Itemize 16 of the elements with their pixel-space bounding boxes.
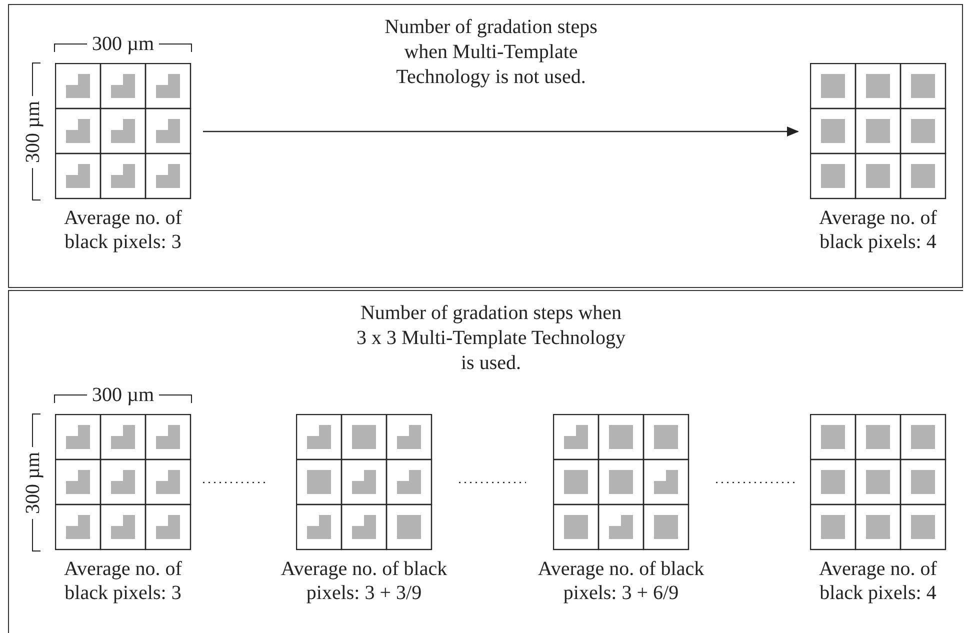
dimension-label: 300 µm [87, 34, 160, 54]
node-label: Average no. of black pixels: 4 [818, 206, 938, 254]
dotted-line [459, 482, 526, 484]
dimension-label: 300 µm [22, 95, 43, 168]
dimension-label: 300 µm [87, 385, 160, 405]
heading: Number of gradation steps when Multi-Template Technology is not used. [384, 15, 598, 90]
heading: Number of gradation steps when 3 x 3 Multi-Template Technology is used. [356, 301, 626, 376]
dimension-label: 300 µm [22, 446, 43, 519]
node-label: Average no. of black pixels: 4 [818, 557, 938, 605]
node-label: Average no. of black pixels: 3 [63, 557, 183, 605]
node-label: Average no. of black pixels: 3 + 6/9 [536, 557, 706, 605]
node-label: Average no. of black pixels: 3 + 3/9 [280, 557, 448, 605]
panel [8, 290, 963, 633]
panel [8, 4, 963, 288]
node-label: Average no. of black pixels: 3 [63, 206, 183, 254]
arrow [203, 126, 799, 136]
